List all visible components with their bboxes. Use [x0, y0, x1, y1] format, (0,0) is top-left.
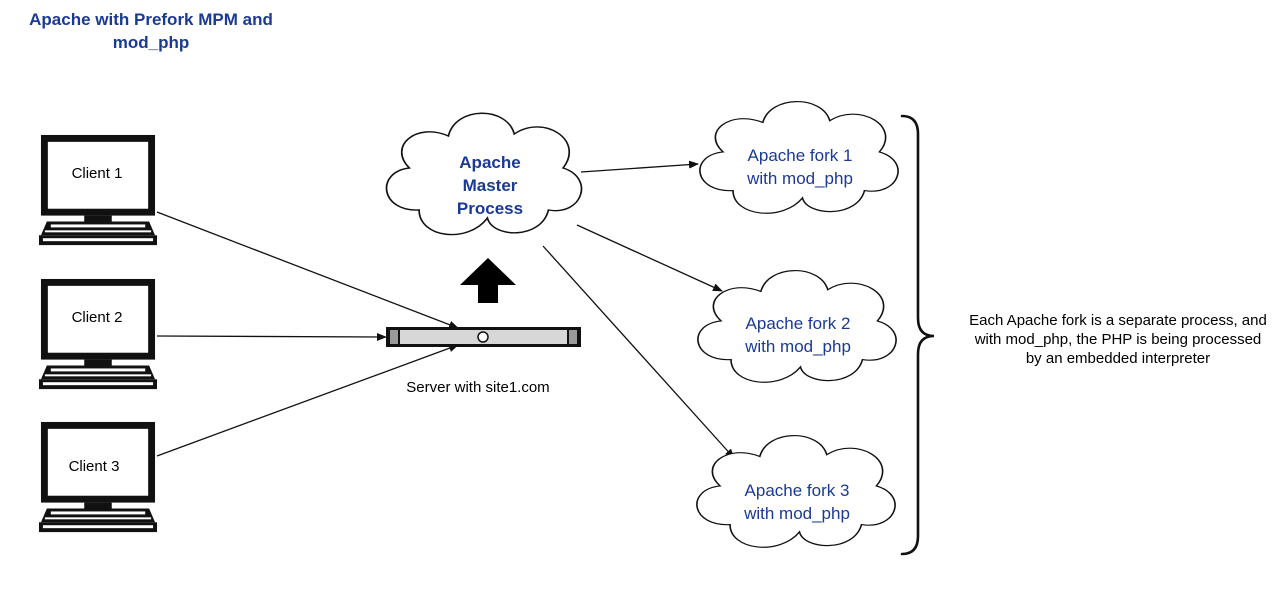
master-line-1: Apache — [459, 153, 520, 172]
client-3-arrow — [156, 344, 459, 457]
curly-brace — [900, 114, 935, 556]
client-1-arrow — [156, 211, 459, 329]
note-line-1: Each Apache fork is a separate process, … — [969, 312, 1267, 329]
fork-1-line-2: with mod_php — [746, 169, 853, 188]
computer-icon — [39, 278, 157, 390]
diagram-title: Apache with Prefork MPM and mod_php — [6, 8, 296, 54]
fork-1-line-1: Apache fork 1 — [748, 146, 853, 165]
fork-3-line-2: with mod_php — [743, 504, 850, 523]
title-line-2: mod_php — [112, 33, 190, 52]
note-line-3: by an embedded interpreter — [1026, 350, 1210, 367]
fork-2-arrow — [576, 224, 723, 292]
client-3-label: Client 3 — [69, 458, 120, 475]
master-line-3: Process — [457, 199, 523, 218]
server-label: Server with site1.com — [406, 379, 549, 396]
computer-icon — [39, 421, 157, 533]
client-2-label: Client 2 — [72, 309, 123, 326]
client-2-arrow — [156, 332, 387, 341]
fork-3-line-1: Apache fork 3 — [745, 481, 850, 500]
client-3: Client 3 — [39, 421, 157, 533]
fork-1-arrow — [580, 160, 699, 173]
fork-2-line-1: Apache fork 2 — [746, 314, 851, 333]
fork-2-line-2: with mod_php — [744, 337, 851, 356]
up-arrow-icon — [460, 258, 516, 303]
client-1-label: Client 1 — [72, 165, 123, 182]
fork-3-arrow — [542, 245, 735, 459]
note-line-2: with mod_php, the PHP is being processed — [974, 331, 1262, 348]
master-line-2: Master — [463, 176, 518, 195]
client-2: Client 2 — [39, 278, 157, 390]
computer-icon — [39, 134, 157, 246]
title-line-1: Apache with Prefork MPM and — [29, 10, 273, 29]
client-1: Client 1 — [39, 134, 157, 246]
server-icon — [386, 327, 581, 347]
